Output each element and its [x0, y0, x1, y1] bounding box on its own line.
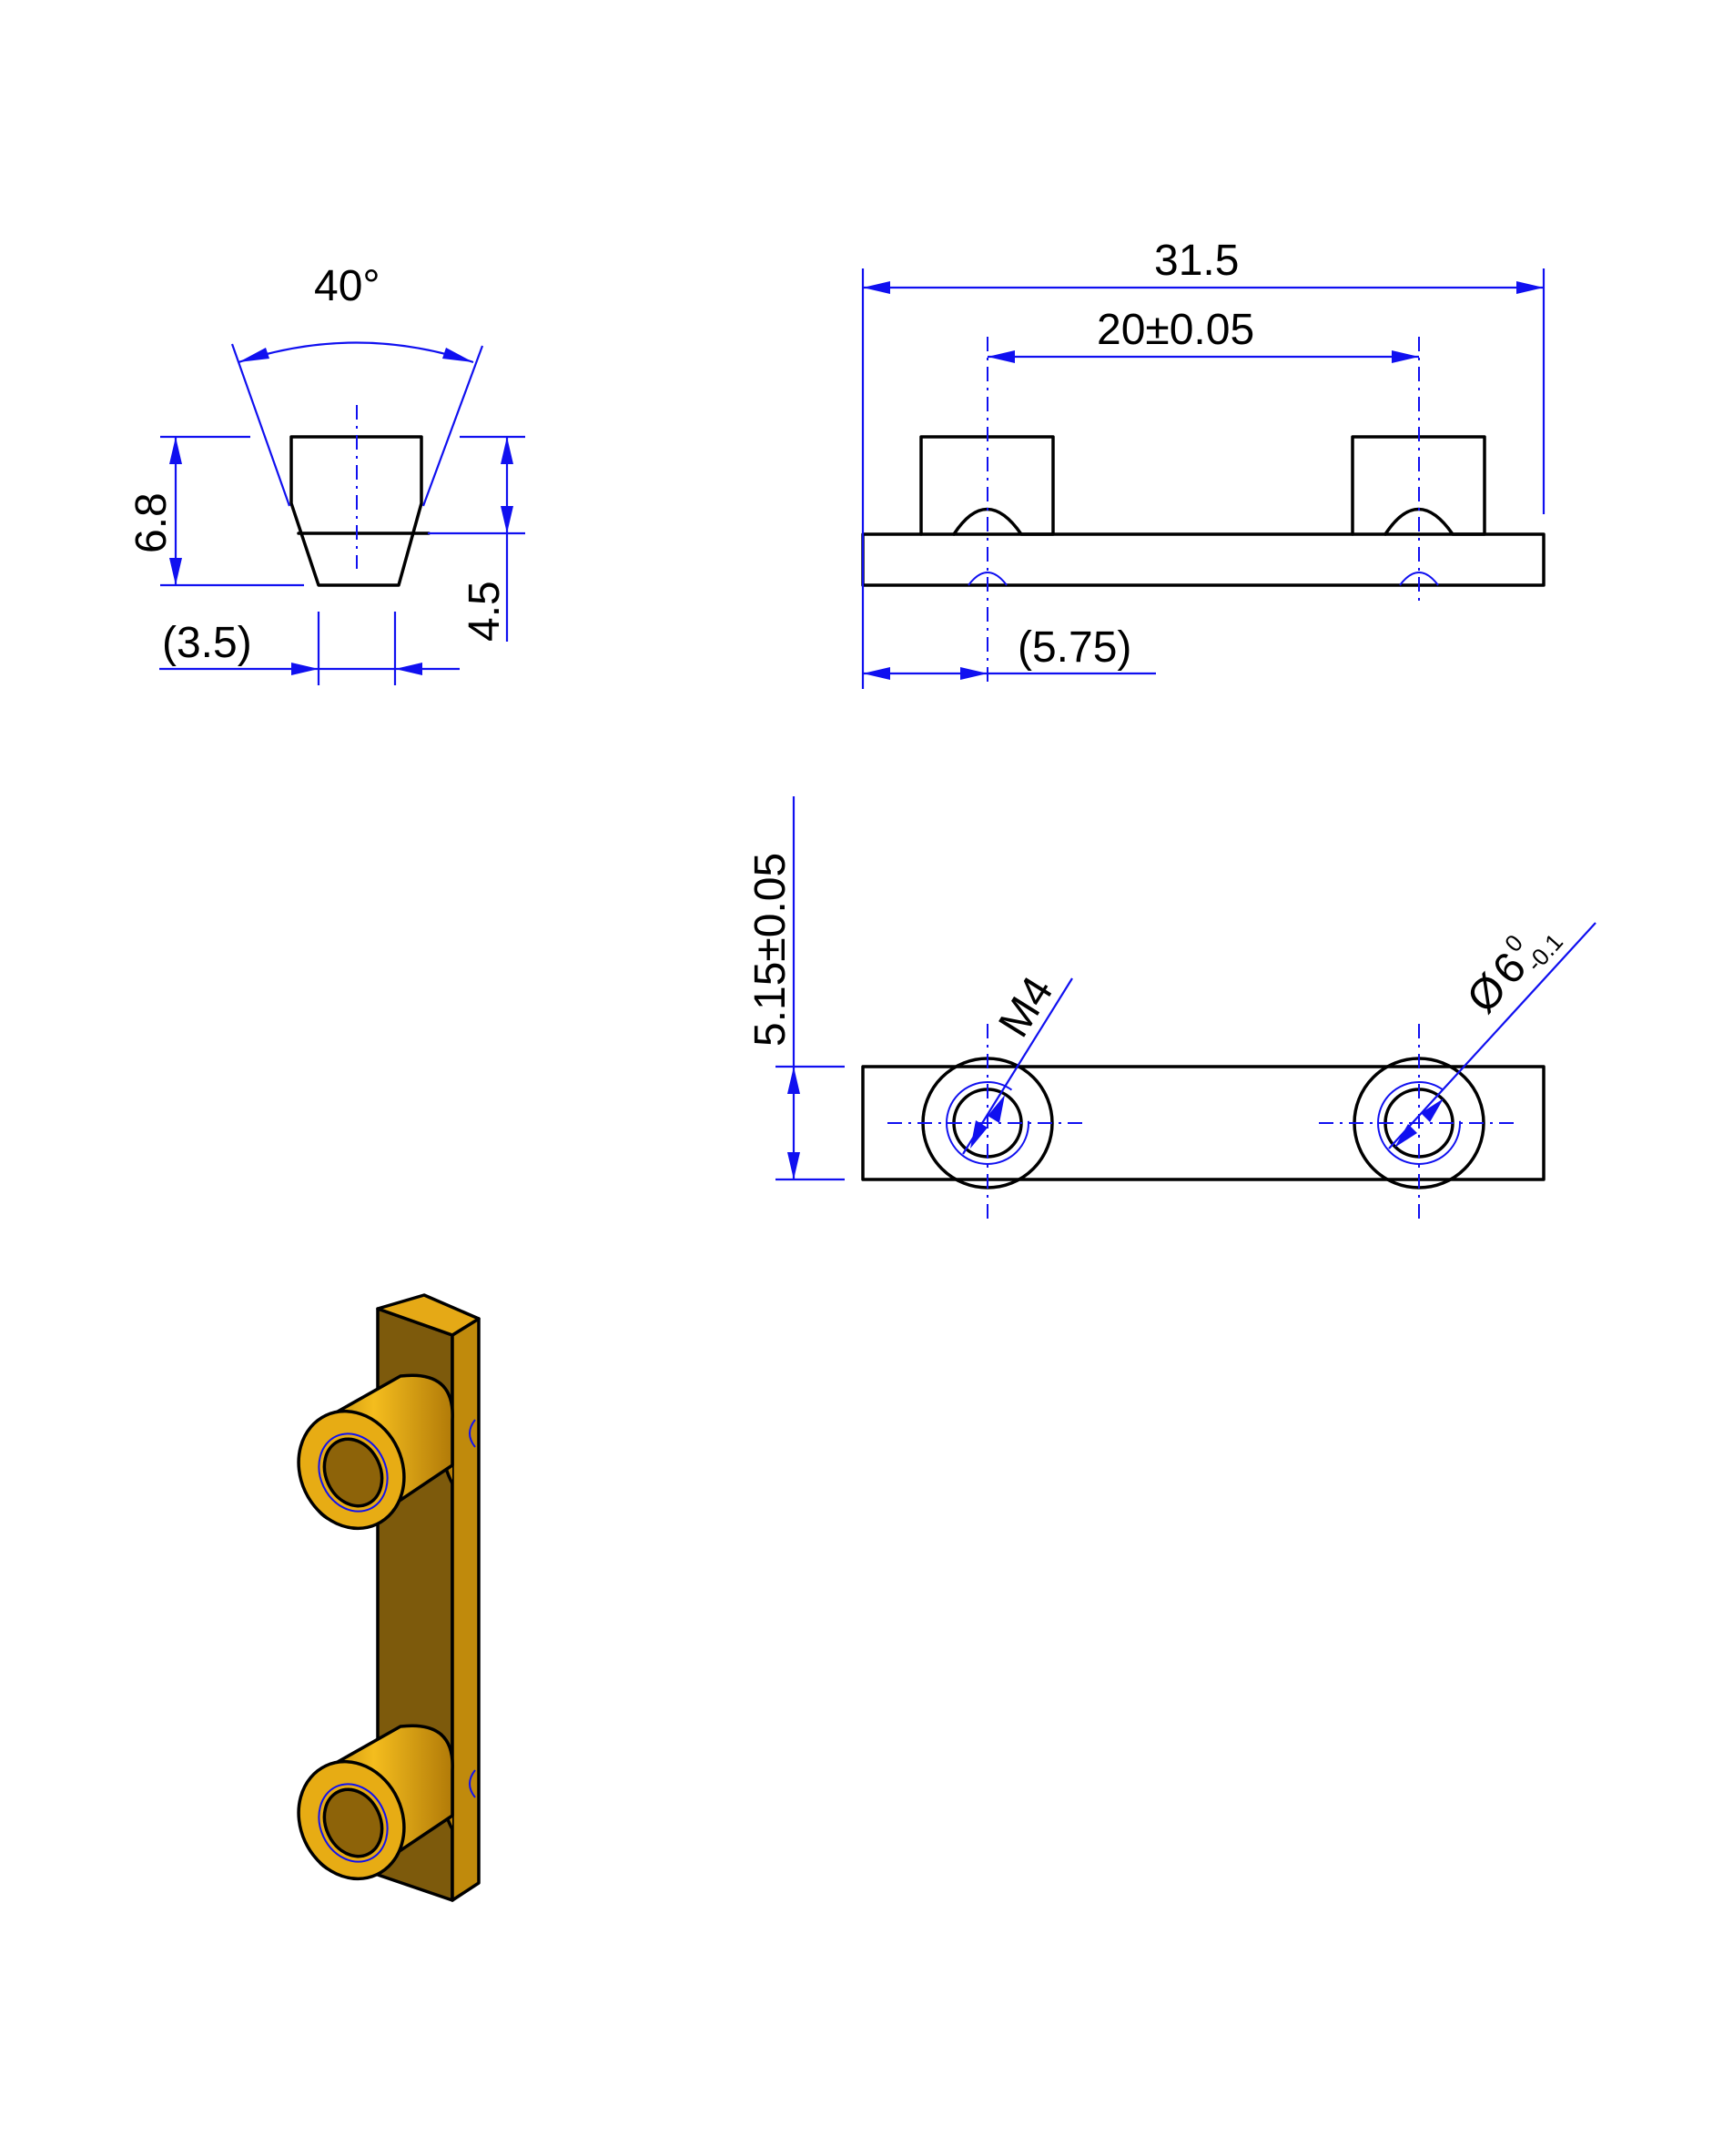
- diameter-leader-arrow-top: [1421, 1098, 1444, 1122]
- step-label: 4.5: [461, 581, 509, 642]
- iso-boss-lower-thread: [318, 1783, 389, 1863]
- thread-leader-arrow-bottom: [970, 1120, 988, 1149]
- angle-label: 40°: [314, 262, 380, 310]
- plan-view-bar: [861, 1065, 1546, 1181]
- front-view-outline: [289, 435, 423, 587]
- angle-arrow-left: [238, 348, 269, 362]
- width-arrow-bottom: [787, 1152, 800, 1179]
- angle-arc: [238, 341, 474, 364]
- height-arrow-bottom: [169, 558, 182, 585]
- step-arrow-top: [501, 437, 513, 464]
- top-view-boss-right: [1351, 435, 1486, 536]
- top-view-boss-left: [919, 435, 1055, 536]
- bottom-arrow-left: [291, 663, 319, 675]
- angle-extension-right: [421, 345, 484, 507]
- edge-offset-label: (5.75): [1018, 623, 1131, 672]
- offset-arrow-right: [960, 667, 988, 680]
- bottom-width-label: (3.5): [162, 619, 252, 667]
- bottom-arrow-right: [395, 663, 422, 675]
- top-view-hole-arc-left: [968, 572, 1008, 586]
- spacing-arrow-right: [1392, 350, 1419, 363]
- hole-spacing-label: 20±0.05: [1097, 306, 1254, 354]
- spacing-arrow-left: [988, 350, 1015, 363]
- length-arrow-right: [1516, 281, 1544, 294]
- top-view: 31.5 20±0.05 (5.75): [861, 237, 1546, 689]
- diameter-leader-line: [1388, 922, 1596, 1149]
- top-view-base-plate: [861, 532, 1546, 587]
- iso-boss-upper-hole: [322, 1437, 384, 1508]
- height-arrow-top: [169, 437, 182, 464]
- thread-leader-arrow-top: [988, 1095, 1005, 1123]
- isometric-view: [297, 1293, 481, 1902]
- length-arrow-left: [863, 281, 890, 294]
- top-view-hole-arc-right: [1399, 572, 1439, 586]
- height-label: 6.8: [127, 492, 176, 553]
- width-arrow-top: [787, 1067, 800, 1094]
- iso-boss-lower-hole: [322, 1787, 384, 1858]
- angle-extension-left: [230, 343, 291, 507]
- front-view: 40° 6.8 4.5 (3.5): [127, 262, 525, 685]
- diameter-leader-arrow-bottom: [1394, 1124, 1417, 1148]
- overall-length-label: 31.5: [1154, 237, 1239, 285]
- plan-view: 5.15±0.05 M4 Ø 6 0 -0.1: [746, 796, 1596, 1220]
- offset-arrow-left: [863, 667, 890, 680]
- iso-plate-side-face: [451, 1317, 481, 1902]
- iso-plate-hole-mark-lower: [469, 1769, 476, 1798]
- iso-boss-upper-thread: [318, 1432, 389, 1513]
- iso-plate-top-face: [376, 1293, 481, 1337]
- step-arrow-bottom: [501, 506, 513, 533]
- width-label: 5.15±0.05: [746, 853, 795, 1047]
- thread-label: M4: [989, 968, 1062, 1046]
- diameter-callout: Ø 6 0 -0.1: [1458, 928, 1568, 1023]
- angle-arrow-right: [442, 348, 473, 362]
- iso-plate-hole-mark-upper: [469, 1419, 476, 1448]
